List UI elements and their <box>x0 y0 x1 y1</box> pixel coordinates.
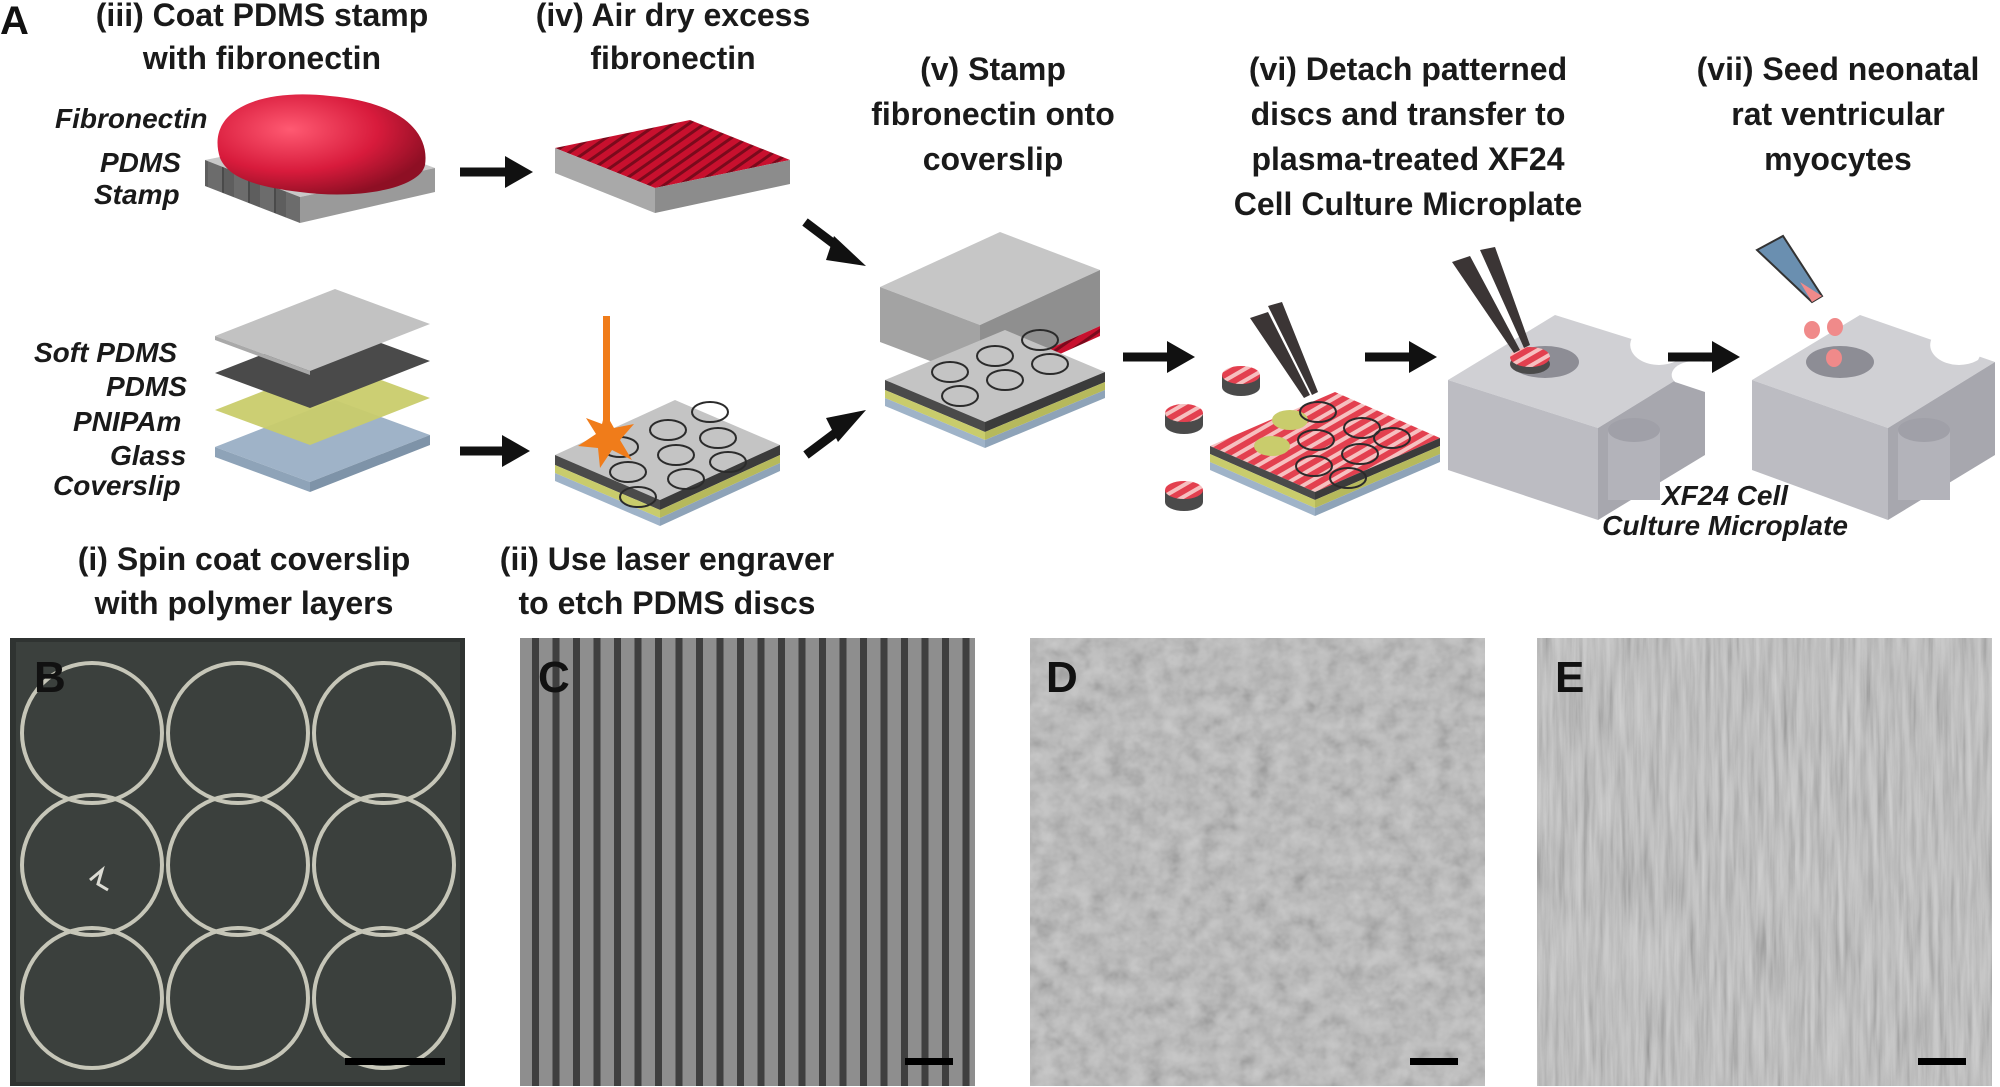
fibronectin-droplet <box>217 94 426 195</box>
caption-line: (iv) Air dry excess <box>536 0 811 33</box>
polymer-layer-stack <box>215 289 430 492</box>
tweezers-icon <box>1250 302 1318 398</box>
arrow-i-ii <box>460 435 530 467</box>
stamp-on-coverslip <box>880 232 1105 448</box>
panel-c-micrograph: C <box>520 638 975 1086</box>
panel-label-d: D <box>1046 653 1078 702</box>
caption-line: rat ventricular <box>1731 96 1944 132</box>
step-iii-caption: (iii) Coat PDMS stamp with fibronectin <box>96 0 428 76</box>
label-plate-1: XF24 Cell <box>1660 480 1789 511</box>
caption-line: discs and transfer to <box>1251 96 1566 132</box>
step-ii-caption: (ii) Use laser engraver to etch PDMS dis… <box>500 541 834 621</box>
caption-line: coverslip <box>923 141 1064 177</box>
label-pdms: PDMS <box>106 371 187 402</box>
label-soft-pdms: Soft PDMS <box>34 337 177 368</box>
caption-line: Cell Culture Microplate <box>1234 186 1583 222</box>
loose-disc <box>1165 404 1203 434</box>
panel-label-e: E <box>1555 653 1584 702</box>
label-glass: Glass <box>110 440 186 471</box>
detached-patterned-discs <box>1165 302 1440 516</box>
panel-label-a: A <box>0 0 29 43</box>
caption-line: plasma-treated XF24 <box>1251 141 1564 177</box>
label-pnipam: PNIPAm <box>73 406 181 437</box>
step-vii-caption: (vii) Seed neonatal rat ventricular myoc… <box>1697 51 1980 177</box>
step-iv-caption: (iv) Air dry excess fibronectin <box>536 0 811 76</box>
panel-label-b: B <box>34 653 66 702</box>
pdms-stamp-with-fibronectin <box>205 94 435 223</box>
cell-droplets <box>1804 318 1843 367</box>
panel-e-micrograph: E <box>1537 638 1992 1086</box>
caption-line: myocytes <box>1764 141 1912 177</box>
loose-disc <box>1165 481 1203 511</box>
panel-b-photo: B <box>10 638 465 1086</box>
laser-beam-icon <box>578 316 634 468</box>
arrow-plate-vii <box>1668 341 1740 373</box>
step-v-caption: (v) Stamp fibronectin onto coverslip <box>871 51 1115 177</box>
caption-line: with polymer layers <box>94 585 394 621</box>
panel-label-c: C <box>538 653 570 702</box>
arrow-ii-v <box>803 410 866 459</box>
pipette-tip-icon <box>1755 234 1824 304</box>
label-fibronectin: Fibronectin <box>55 103 207 134</box>
caption-line: (vii) Seed neonatal <box>1697 51 1980 87</box>
caption-line: to etch PDMS discs <box>519 585 816 621</box>
label-pdms-stamp-1: PDMS <box>100 147 181 178</box>
label-plate-2: Culture Microplate <box>1602 510 1848 541</box>
caption-line: fibronectin onto <box>871 96 1115 132</box>
arrow-iii-iv <box>460 156 533 188</box>
caption-line: with fibronectin <box>142 40 381 76</box>
label-pdms-stamp-2: Stamp <box>94 179 180 210</box>
xf24-plate-block-transfer <box>1448 247 1705 520</box>
arrow-iv-v <box>802 218 866 266</box>
caption-line: (iii) Coat PDMS stamp <box>96 0 428 33</box>
caption-line: (vi) Detach patterned <box>1249 51 1567 87</box>
arrow-v-vi <box>1123 341 1195 373</box>
laser-etched-coverslip <box>555 316 780 526</box>
loose-disc <box>1222 366 1260 396</box>
xf24-plate-block-seeding <box>1752 234 1995 520</box>
dried-fibronectin-stamp <box>555 120 790 213</box>
step-i-caption: (i) Spin coat coverslip with polymer lay… <box>78 541 411 621</box>
caption-line: (v) Stamp <box>920 51 1066 87</box>
caption-line: (i) Spin coat coverslip <box>78 541 411 577</box>
step-vi-caption: (vi) Detach patterned discs and transfer… <box>1234 51 1583 222</box>
panel-d-micrograph: D <box>1030 638 1485 1086</box>
tweezers-icon <box>1452 247 1530 353</box>
caption-line: fibronectin <box>590 40 755 76</box>
label-coverslip: Coverslip <box>53 470 181 501</box>
caption-line: (ii) Use laser engraver <box>500 541 834 577</box>
arrow-vi-plate <box>1365 341 1437 373</box>
